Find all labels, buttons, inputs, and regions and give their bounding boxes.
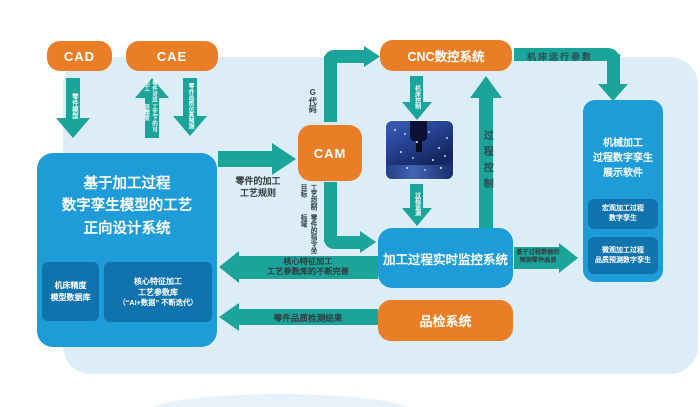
spindle-shape [410, 121, 427, 141]
label-to-cam-line1: 零件的加工 [235, 176, 281, 186]
design-system-title: 基于加工过程 数字孪生模型的工艺 正向设计系统 [62, 173, 193, 240]
label-process-control: 过程控制 [481, 130, 493, 194]
label-param-feedback-line1: 核心特征加工 [283, 257, 333, 266]
node-macro-twin: 宏观加工过程 数字孪生 [588, 199, 658, 229]
arrow-cam-to-monitoring-horizontal [324, 236, 364, 249]
label-cam-output: 工艺控制目标 零件的指令坐标域 [296, 184, 317, 254]
label-quality-result: 零件品质检测结果 [273, 313, 343, 323]
arrow-machine-to-monitoring [410, 184, 423, 210]
macro-twin-line2: 数字孪生 [609, 215, 637, 222]
twin-title-line2: 过程数字孪生 [593, 153, 653, 164]
node-cam: CAM [298, 125, 362, 181]
param-db-line1: 核心特征加工 [134, 276, 182, 286]
label-to-cae: 零件对应加工 工艺下的可获精度 [141, 80, 158, 137]
node-cnc: CNC数控系统 [380, 40, 512, 71]
label-to-cam-line2: 工艺规则 [239, 187, 276, 198]
arrow-quality-result [237, 309, 378, 325]
arrow-quality-predict [514, 247, 561, 269]
param-db-line3: （“AI+数据” 不断迭代） [118, 298, 198, 308]
twin-display-title: 机械加工 过程数字孪生 展示软件 [593, 136, 653, 181]
node-micro-twin: 微观加工过程 品质预测数字孪生 [588, 237, 658, 274]
design-title-line1: 基于加工过程 [83, 176, 171, 192]
arrow-cad-to-design [66, 78, 80, 120]
node-inspection-label: 品检系统 [419, 314, 472, 329]
label-quality-predict-line1: 基于过程数据的 [516, 249, 560, 256]
design-title-line2: 数字孪生模型的工艺 [61, 198, 193, 215]
arrow-param-feedback [237, 256, 378, 279]
arrow-cae-to-design [183, 78, 197, 118]
label-to-cae-col1: 零件对应加工 [143, 80, 157, 103]
label-quality-predict-line2: 预测零件品质 [519, 256, 557, 264]
arrow-cam-to-cnc-vertical [324, 56, 337, 122]
node-monitoring-label: 加工过程实时监控系统 [382, 252, 508, 267]
machine-bed-shape [386, 165, 453, 179]
node-cam-label: CAM [313, 145, 347, 161]
label-g-code: G代码 [308, 87, 318, 113]
node-cad: CAD [47, 41, 112, 71]
label-param-feedback-line2: 工艺参数库的不断完善 [267, 267, 349, 277]
tool-shape [416, 140, 422, 152]
micro-twin-line1: 微观加工过程 [602, 246, 644, 254]
arrow-cnc-to-machine [410, 76, 423, 106]
label-cam-output-col2: 零件的指令坐标域 [299, 214, 316, 254]
node-cae: CAE [126, 41, 218, 71]
label-process-monitor: 过程监测 [413, 192, 420, 216]
label-quality-predict: 基于过程数据的 预测零件品质 [513, 249, 563, 265]
param-db-line2: 工艺参数库 [138, 287, 178, 297]
node-cad-label: CAD [63, 48, 96, 64]
twin-title-line3: 展示软件 [603, 168, 643, 179]
label-cam-output-col1: 工艺控制目标 [299, 184, 316, 211]
node-monitoring: 加工过程实时监控系统 [378, 228, 513, 288]
label-param-feedback: 核心特征加工 工艺参数库的不断完善 [240, 257, 376, 278]
machining-photo [386, 121, 453, 179]
label-machine-control: 机床控制 [413, 85, 420, 109]
label-to-cam: 零件的加工 工艺规则 [224, 176, 292, 199]
label-machine-params: 机床运行参数 [526, 52, 593, 62]
label-to-cae-col2: 工艺下的可获精度 [143, 104, 157, 133]
coolant-specks [394, 129, 396, 131]
node-param-db: 核心特征加工 工艺参数库 （“AI+数据” 不断迭代） [104, 262, 212, 322]
node-machine-db: 机床精度 模型数据库 [42, 262, 99, 321]
arrow-design-to-cam [218, 151, 274, 167]
node-cnc-label: CNC数控系统 [407, 50, 485, 64]
decorative-blob [140, 394, 420, 407]
design-title-line3: 正向设计系统 [83, 220, 171, 237]
arrow-cnc-to-twin-vertical [607, 54, 620, 86]
machine-db-line2: 模型数据库 [50, 292, 91, 302]
twin-title-line1: 机械加工 [603, 138, 643, 149]
micro-twin-line2: 品质预测数字孪生 [595, 256, 651, 264]
node-inspection: 品检系统 [378, 300, 513, 341]
arrow-cam-to-monitoring-vertical [324, 182, 337, 242]
arrow-monitoring-to-cnc [479, 96, 493, 228]
macro-twin-line1: 宏观加工过程 [602, 205, 644, 213]
node-cae-label: CAE [156, 48, 188, 64]
arrow-design-to-cae [145, 96, 159, 138]
machine-db-line1: 机床精度 [54, 281, 87, 291]
label-part-model: 零件模型 [70, 93, 78, 119]
label-from-cae: 零件品质仿真预测 [187, 83, 194, 130]
arrow-cnc-to-twin-horizontal [514, 48, 620, 61]
